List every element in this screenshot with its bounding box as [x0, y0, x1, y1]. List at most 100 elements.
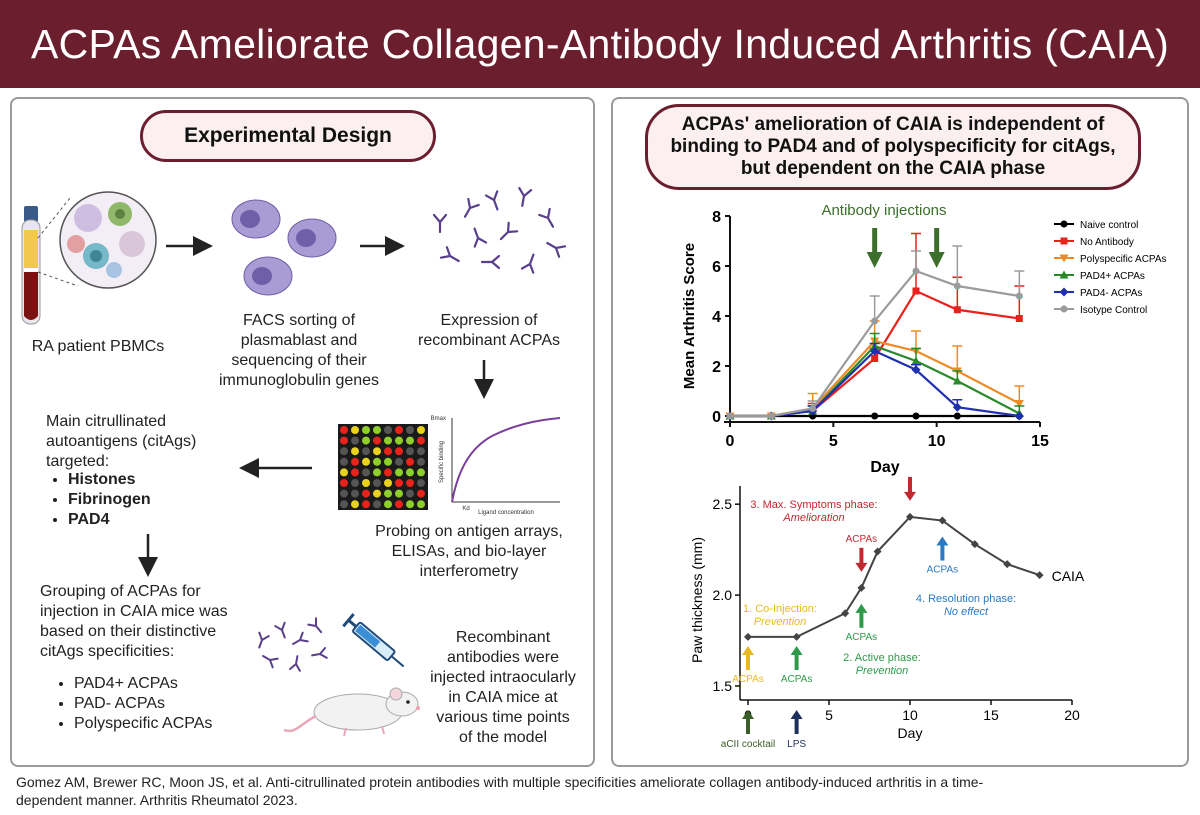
array-spot	[340, 457, 348, 466]
array-spot	[362, 457, 370, 466]
binding-curve-bmax: Bmax	[431, 416, 446, 422]
y-tick-label: 6	[712, 259, 721, 276]
data-point	[1015, 292, 1023, 300]
recombinant-antibodies-icon	[432, 186, 567, 274]
array-spot	[406, 457, 414, 466]
citation: Gomez AM, Brewer RC, Moon JS, et al. Ant…	[16, 774, 984, 808]
array-spot	[384, 468, 392, 477]
array-spot	[373, 468, 381, 477]
data-point	[871, 412, 879, 420]
design-graphics: Specific binding Ligand concentration Bm…	[21, 186, 567, 737]
array-spot	[351, 468, 359, 477]
x-tick-label: 10	[902, 707, 918, 723]
x-tick-label: 5	[825, 707, 833, 723]
array-spot	[417, 479, 425, 487]
data-point	[953, 412, 961, 420]
array-spot	[384, 436, 392, 445]
data-point	[906, 512, 914, 521]
array-spot	[351, 436, 359, 445]
data-point	[873, 547, 882, 556]
array-spot	[340, 489, 348, 498]
phase-1-title: 1. Co-Injection:	[743, 603, 817, 615]
array-spot	[395, 457, 403, 466]
data-point	[726, 412, 734, 420]
array-spot	[340, 447, 348, 456]
results-panel	[611, 97, 1189, 767]
facs-label: FACS sorting of plasmablast and sequenci…	[218, 312, 380, 389]
array-spot	[406, 500, 414, 509]
data-point	[1035, 571, 1044, 580]
array-spot	[395, 447, 403, 456]
array-spot	[340, 426, 348, 434]
annotation-label: ACPAs	[846, 632, 878, 643]
y-tick-label: 1.5	[713, 678, 733, 694]
group-item: Polyspecific ACPAs	[74, 714, 212, 734]
annotation-arrow-head	[936, 536, 949, 546]
array-spot	[340, 436, 348, 445]
x-tick-label: 0	[726, 433, 735, 450]
phase-3-effect: Amelioration	[782, 512, 844, 524]
array-spot	[384, 489, 392, 498]
data-point	[1003, 560, 1012, 569]
array-spot	[406, 479, 414, 487]
paw-thickness-chart: 1.52.02.505101520 aCII cocktailLPSACPAsA…	[689, 476, 1085, 750]
phase-2-effect: Prevention	[856, 665, 909, 677]
phase-4-effect: No effect	[944, 606, 989, 618]
x-tick-label: 5	[829, 433, 838, 450]
array-spot	[384, 426, 392, 434]
annotation-label: ACPAs	[732, 674, 764, 685]
array-spot	[417, 489, 425, 498]
targets-intro: Main citrullinated autoantigens (citAgs)…	[46, 413, 197, 470]
target-item: PAD4	[68, 510, 151, 530]
annotation-label: ACPAs	[927, 565, 959, 576]
data-point	[912, 267, 920, 275]
y-tick-label: 2.5	[713, 496, 733, 512]
array-spot	[362, 426, 370, 434]
binding-curve-x-label: Ligand concentration	[478, 510, 534, 516]
data-point	[871, 355, 879, 362]
annotation-arrow-head	[790, 646, 803, 655]
series-line	[748, 515, 1040, 638]
legend-label: No Antibody	[1080, 237, 1134, 248]
data-point	[1014, 411, 1024, 421]
targets-list: Histones Fibrinogen PAD4	[46, 470, 151, 530]
array-spot	[351, 489, 359, 498]
chart1-y-label: Mean Arthritis Score	[681, 243, 698, 389]
banner-title: ACPAs Ameliorate Collagen-Antibody Induc…	[30, 20, 1170, 67]
group-item: PAD4+ ACPAs	[74, 674, 212, 694]
phase-4-title: 4. Resolution phase:	[916, 593, 1016, 605]
array-spot	[417, 500, 425, 509]
x-tick-label: 10	[928, 433, 946, 450]
legend-label: PAD4- ACPAs	[1080, 288, 1142, 299]
injection-arrow-head	[928, 252, 945, 268]
array-spot	[373, 489, 381, 498]
annotation-label: LPS	[787, 739, 806, 750]
x-tick-label: 15	[983, 707, 999, 723]
chart2-axes: 1.52.02.505101520	[713, 486, 1080, 723]
annotation-arrow-head	[904, 491, 916, 501]
mouse-icon	[283, 687, 420, 737]
results-heading: ACPAs' amelioration of CAIA is independe…	[645, 104, 1141, 190]
data-point	[970, 540, 979, 549]
chart2-series-label: CAIA	[1052, 568, 1085, 584]
array-spot	[362, 489, 370, 498]
chart1-marks	[725, 232, 1025, 421]
annotation-arrow-head	[855, 562, 868, 572]
array-spot	[362, 500, 370, 509]
data-point	[767, 412, 775, 420]
data-point	[912, 287, 920, 295]
annotation-label: aCII cocktail	[721, 739, 775, 750]
chart2-marks	[744, 512, 1044, 641]
binding-curve-icon: Specific binding Ligand concentration Bm…	[431, 416, 561, 516]
array-spot	[362, 447, 370, 456]
groups-list: PAD4+ ACPAs PAD- ACPAs Polyspecific ACPA…	[52, 674, 212, 734]
syringe-icon	[342, 613, 405, 668]
array-spot	[395, 436, 403, 445]
phase-1-effect: Prevention	[754, 616, 807, 628]
chart2-x-label: Day	[898, 725, 923, 741]
pbmc-magnified-icon	[59, 191, 157, 289]
legend-marker	[1059, 254, 1069, 263]
